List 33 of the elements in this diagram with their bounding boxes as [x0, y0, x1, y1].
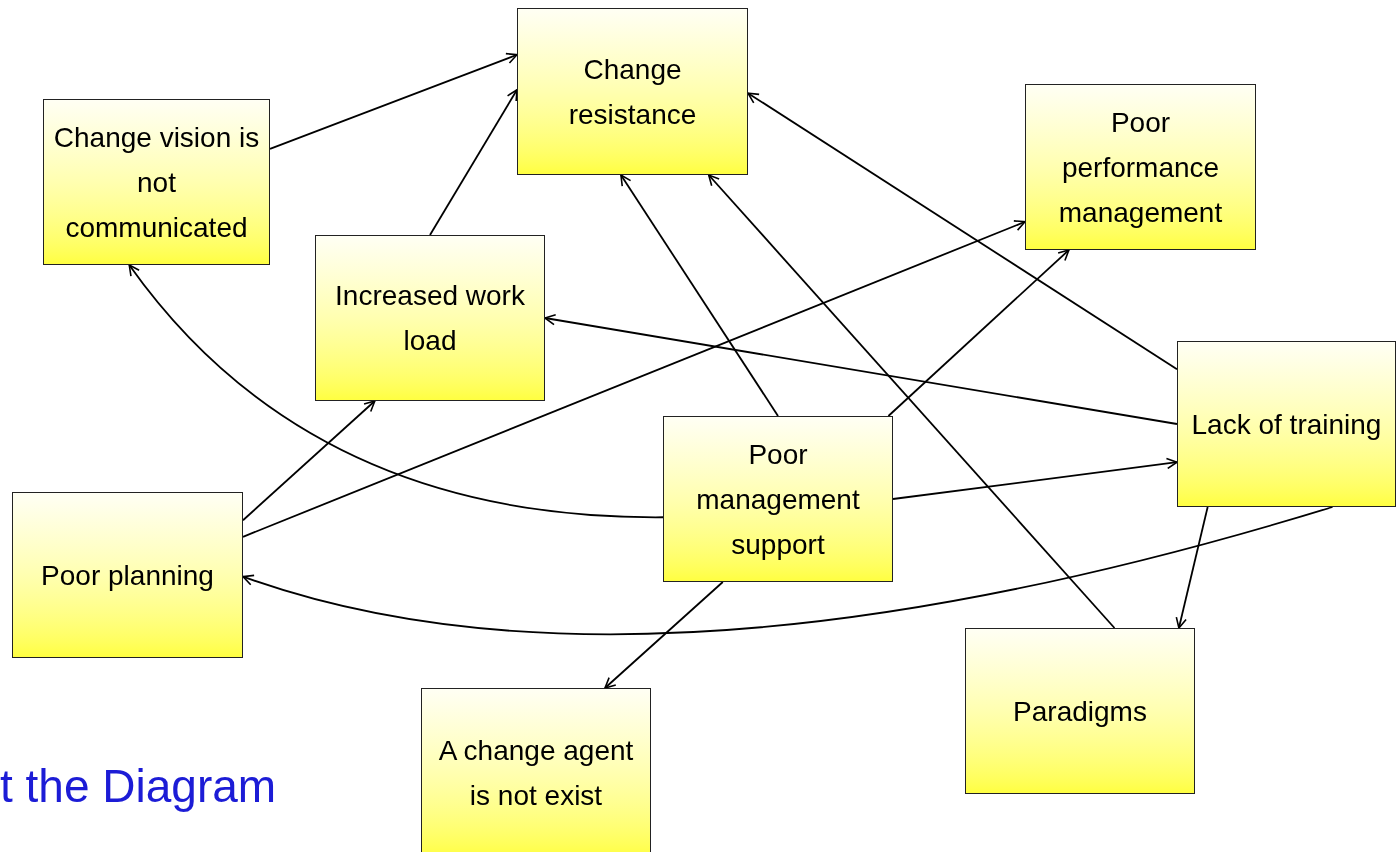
arrow	[707, 174, 1116, 629]
arrow	[887, 249, 1070, 417]
box-text: Paradigms	[1013, 694, 1147, 729]
arrow	[620, 174, 779, 417]
arrow	[604, 581, 724, 689]
box-text: Poor planning	[41, 558, 214, 593]
box-text: Poor performance management	[1057, 105, 1224, 230]
cause-box	[43, 99, 270, 265]
cause-box	[1177, 341, 1396, 507]
cause-box	[517, 8, 748, 175]
arrow	[242, 400, 376, 522]
arrow	[269, 52, 518, 150]
box-text: Lack of training	[1191, 407, 1382, 442]
arrow	[1175, 506, 1209, 629]
arrow	[544, 313, 1178, 425]
arrow	[128, 264, 664, 519]
box-text: A change agent is not exist	[437, 734, 635, 813]
box-text: Poor management support	[695, 437, 861, 562]
arrow	[242, 220, 1026, 538]
arrow	[242, 506, 1334, 636]
box-text: Increased work load	[334, 279, 526, 358]
arrow	[429, 88, 518, 236]
slide-title: t the Diagram	[0, 759, 277, 814]
cause-box	[663, 416, 893, 582]
cause-box	[421, 688, 651, 852]
cause-box	[12, 492, 243, 658]
box-text: Change vision is not communicated	[52, 120, 261, 245]
cause-box	[965, 628, 1195, 794]
box-text: Change resistance	[567, 52, 698, 132]
cause-box	[1025, 84, 1256, 250]
arrow	[747, 92, 1178, 371]
cause-box	[315, 235, 545, 401]
arrow	[892, 457, 1178, 500]
